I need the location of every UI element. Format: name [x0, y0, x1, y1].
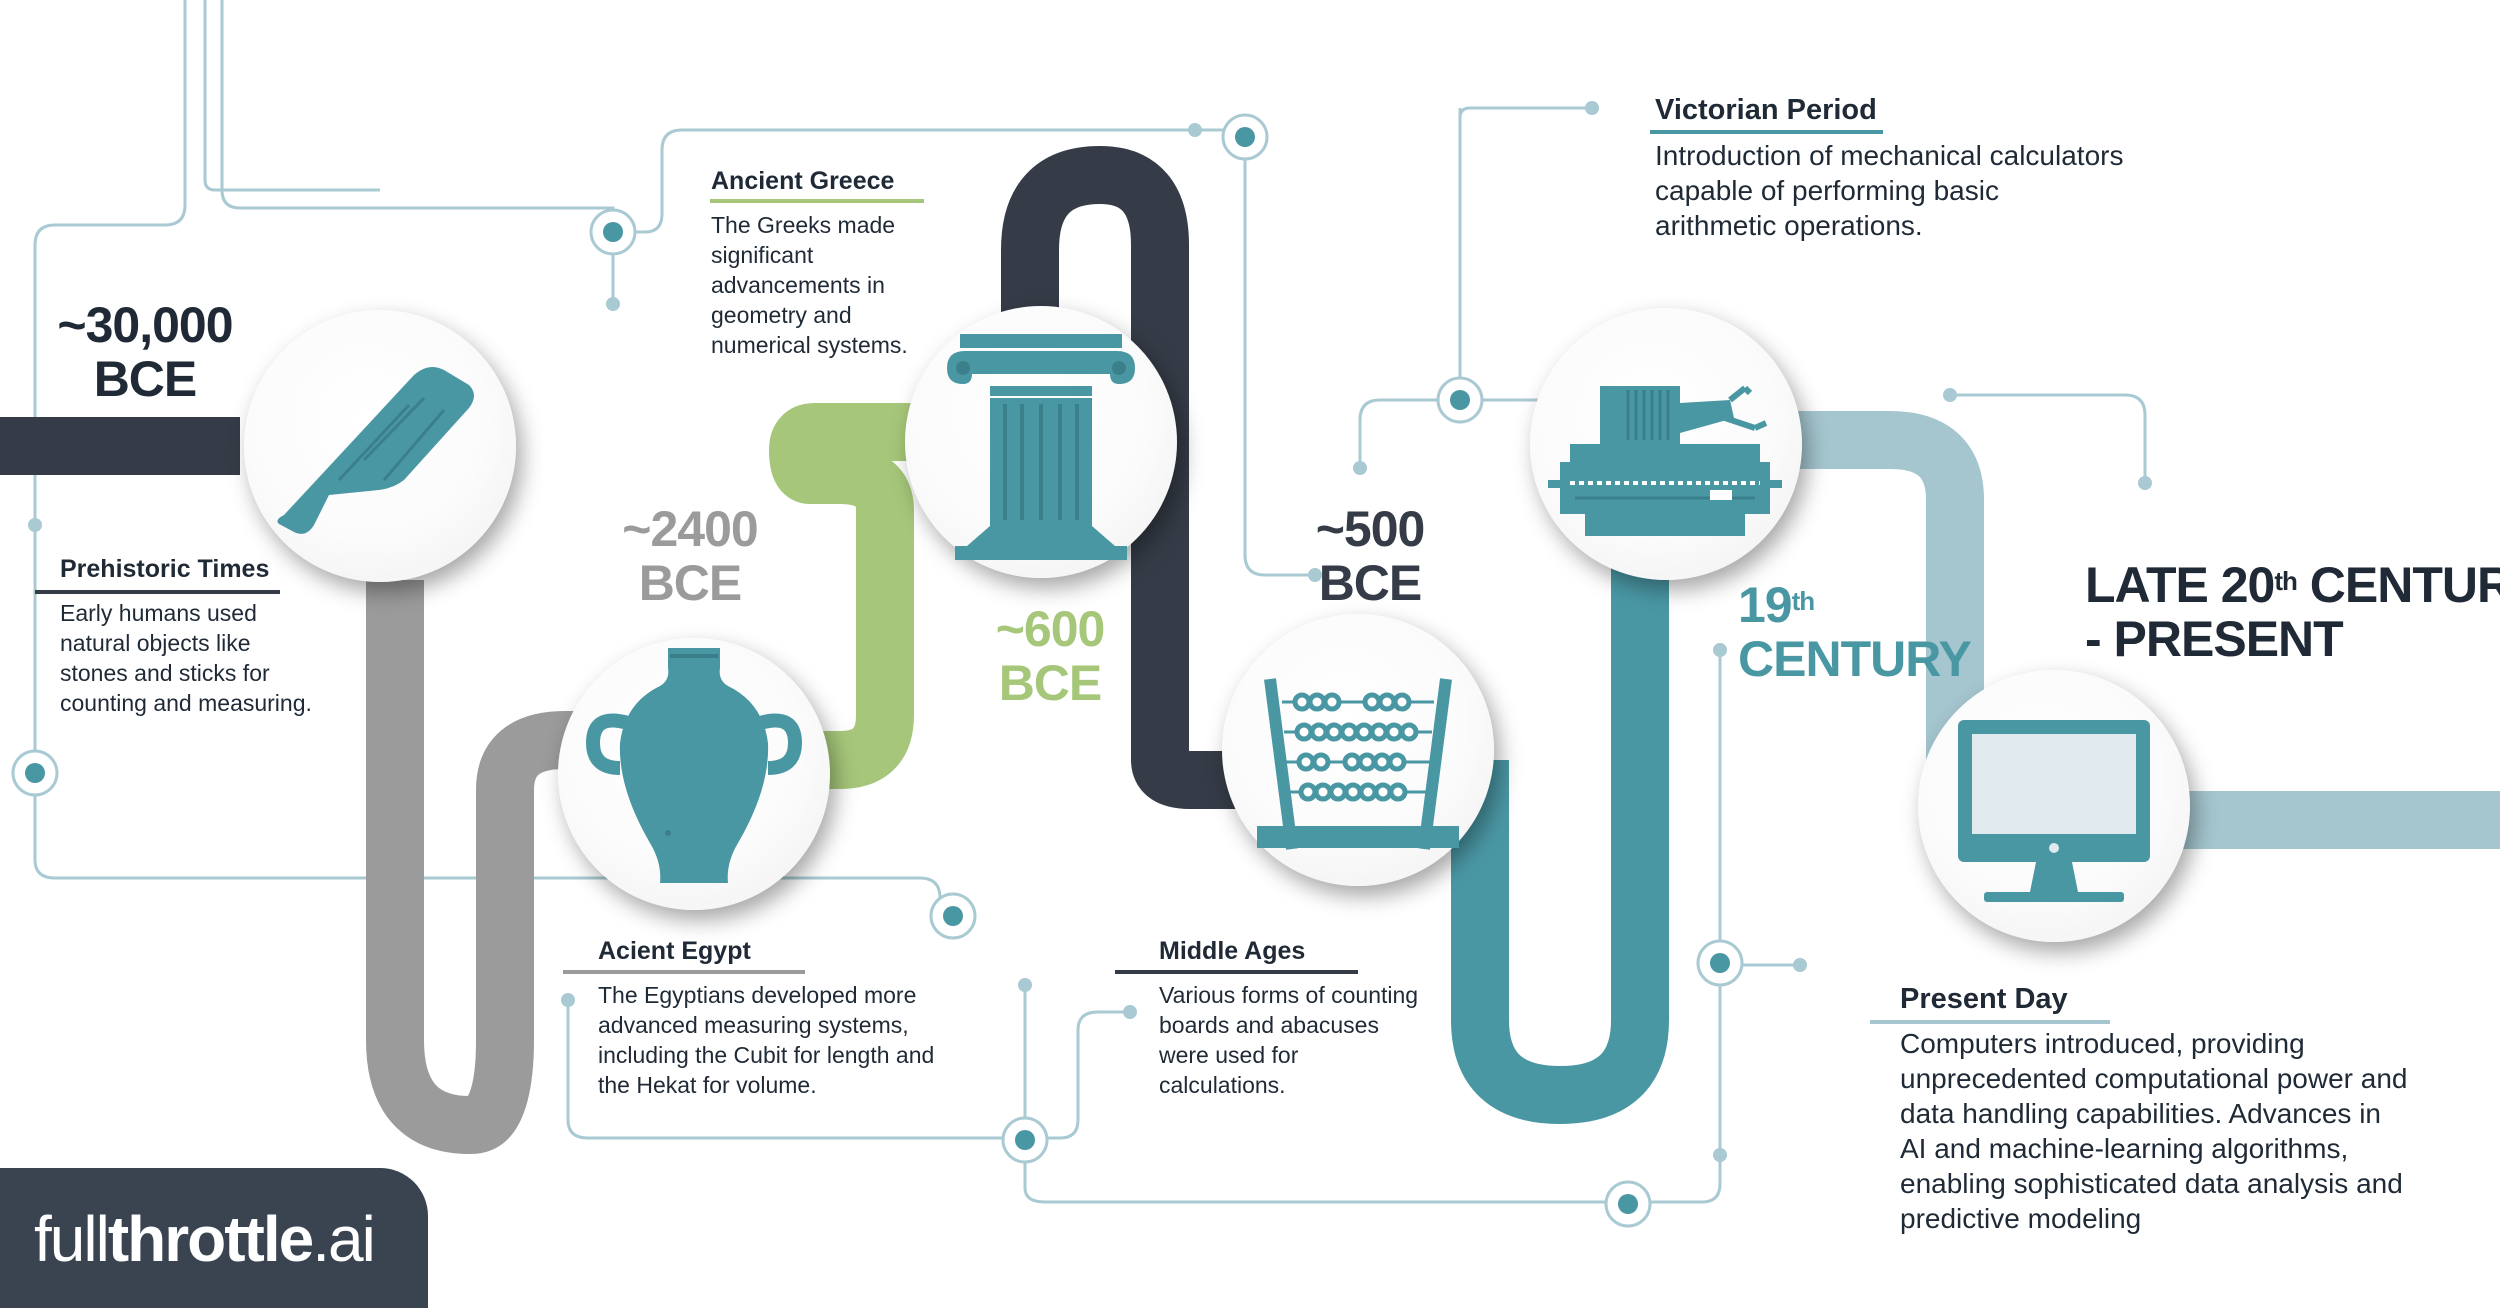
abacus-icon [1257, 678, 1459, 850]
logo-part-full: full [34, 1203, 110, 1275]
vase-icon [585, 648, 803, 883]
era-label-line2: CENTURY [1738, 631, 1972, 687]
text-greece: The Greeks made significant advancements… [711, 212, 908, 358]
era-label-line2: BCE [93, 351, 198, 407]
era-label-line1: ~2400 [622, 501, 758, 557]
heading-victorian: Victorian Period [1655, 94, 1877, 126]
era-label-600-bce: ~600 BCE [960, 602, 1140, 710]
era-label-line1: ~30,000 [57, 297, 233, 353]
era-label-superscript: th [1791, 586, 1816, 616]
era-label-line1: ~500 [1315, 501, 1426, 557]
era-label-2400-bce: ~2400 BCE [600, 502, 780, 610]
column-icon [947, 334, 1135, 560]
heading-underline [710, 199, 924, 203]
era-label-30000-bce: ~30,000 BCE [40, 298, 250, 406]
era-label-superscript: th [2274, 566, 2298, 596]
text-present: Computers introduced, providing unpreced… [1900, 1028, 2408, 1234]
milestone-circle-present [1918, 670, 2190, 942]
era-label-line2: BCE [638, 555, 743, 611]
era-label-number: 19 [1738, 577, 1793, 633]
heading-middle-ages: Middle Ages [1159, 937, 1306, 965]
milestone-circle-victorian [1530, 308, 1802, 580]
era-label-pre: LATE 20 [2085, 557, 2275, 613]
era-label-line2: BCE [998, 655, 1103, 711]
milestone-circle-egypt [558, 638, 830, 910]
heading-underline [563, 970, 805, 974]
brand-logo: fullthrottle.ai [0, 1168, 428, 1308]
logo-part-ai: .ai [312, 1203, 376, 1275]
computer-monitor-icon [1958, 720, 2150, 902]
heading-prehistoric: Prehistoric Times [60, 555, 270, 583]
milestone-circle-greece [905, 306, 1177, 578]
text-victorian: Introduction of mechanical calculators c… [1655, 140, 2124, 241]
era-label-500-bce: ~500 BCE [1280, 502, 1460, 610]
heading-underline [1115, 970, 1358, 974]
heading-present: Present Day [1900, 983, 2068, 1015]
logo-text: fullthrottle.ai [34, 1202, 376, 1276]
heading-underline [35, 590, 280, 594]
heading-underline [1650, 130, 1883, 134]
era-label-line2: - PRESENT [2085, 611, 2344, 667]
text-egypt: The Egyptians developed more advanced me… [598, 982, 935, 1098]
mechanical-calculator-icon [1548, 385, 1782, 536]
heading-greece: Ancient Greece [711, 167, 895, 195]
era-label-late-20th-century: LATE 20th CENTURY - PRESENT [2085, 558, 2500, 666]
milestone-circle-middle-ages [1222, 614, 1494, 886]
text-middle-ages: Various forms of counting boards and aba… [1159, 982, 1419, 1098]
era-label-line1: ~600 [995, 601, 1106, 657]
milestone-circle-prehistoric [244, 310, 516, 582]
era-label-19th-century: 19th CENTURY [1738, 577, 1972, 687]
era-label-post: CENTURY [2309, 557, 2500, 613]
stick-icon [277, 366, 474, 534]
heading-underline [1870, 1020, 2110, 1024]
era-label-line2: BCE [1318, 555, 1423, 611]
logo-part-throttle: throttle [107, 1203, 314, 1275]
heading-egypt: Acient Egypt [598, 937, 751, 965]
text-prehistoric: Early humans used natural objects like s… [60, 600, 312, 716]
